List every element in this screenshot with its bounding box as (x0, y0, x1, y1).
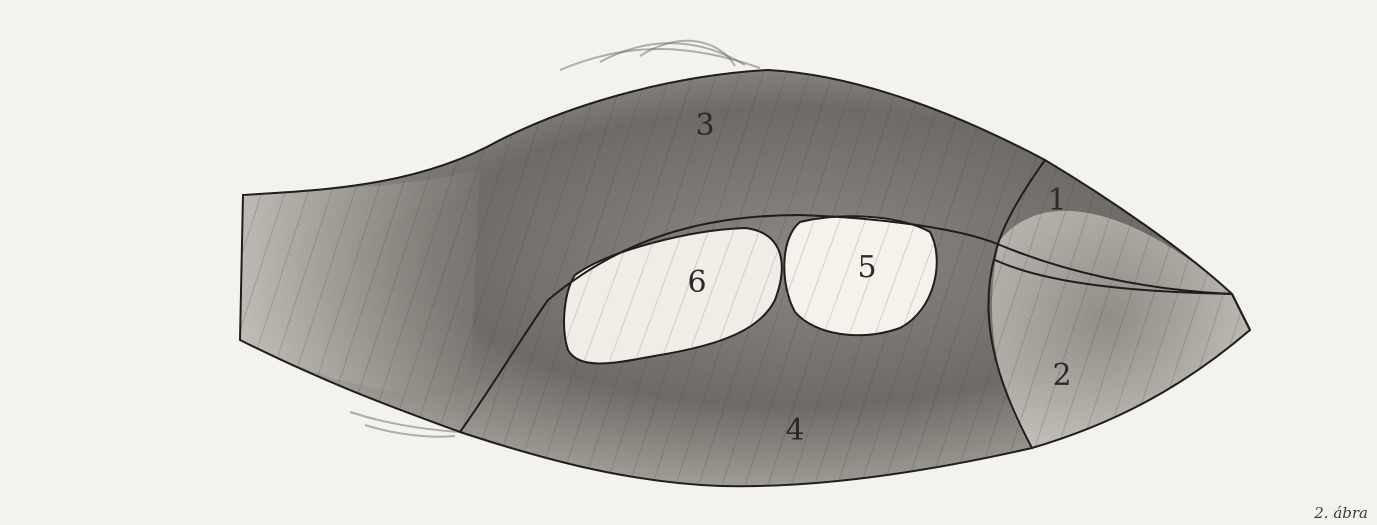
region-label-6: 6 (687, 265, 706, 300)
region-label-2: 2 (1052, 358, 1071, 393)
dorsal-fin (560, 41, 760, 70)
figure-caption: 2. ábra (1313, 504, 1368, 522)
region-label-4: 4 (785, 413, 804, 448)
region-label-5: 5 (857, 250, 876, 285)
region-label-3: 3 (695, 108, 714, 143)
region-label-1: 1 (1047, 183, 1066, 218)
